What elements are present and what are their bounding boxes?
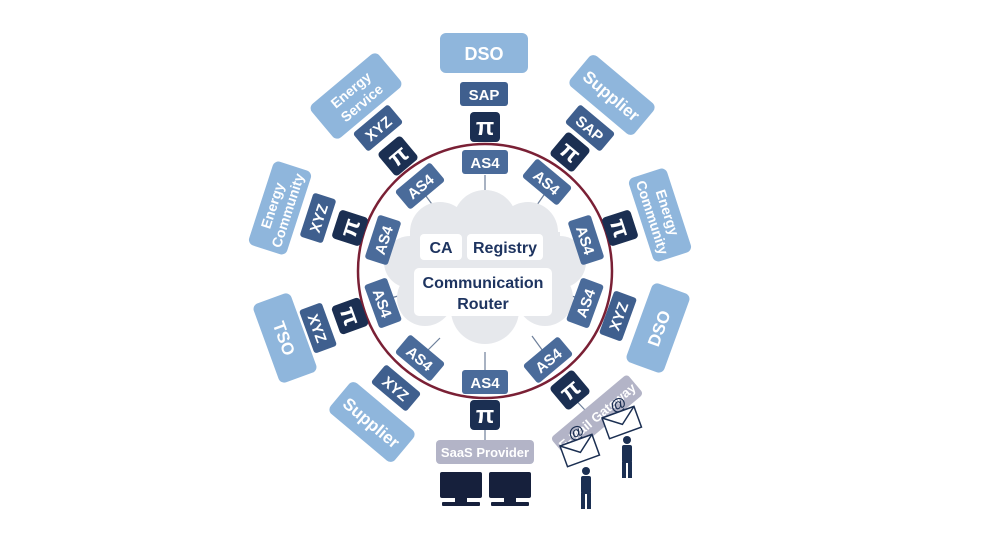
node-saas-provider: AS4 π SaaS Provider [436,370,534,464]
adapter-label: SAP [469,87,500,104]
node-supplier-bottom-left: AS4 XYZ Supplier [329,335,445,462]
person-icon [581,467,591,509]
router-label-line1: Communication [423,275,544,292]
node-tso-left: AS4 π XYZ TSO [253,278,402,383]
protocol-label: AS4 [470,375,500,392]
svg-text:π: π [554,136,585,168]
cloud-shape [384,190,586,344]
node-dso-top: DSO SAP π AS4 [440,33,528,174]
communication-router-box [414,268,552,316]
pi-icon [550,132,590,172]
pi-icon [470,400,500,430]
pi-icon [378,136,418,176]
svg-text:π: π [476,114,494,141]
node-energy-community-right: Energy Community π AS4 [568,168,692,265]
registry-box [467,234,543,260]
pi-icon [332,210,368,246]
node-energy-service: AS4 π XYZ Energy Service [310,53,445,209]
svg-text:π: π [476,402,494,429]
envelope-at-icon: @ [559,422,601,468]
protocol-label: AS4 [470,155,500,172]
node-energy-community-left: AS4 π XYZ Energy Community [248,161,401,265]
participant-label: DSO [464,44,503,64]
person-icon [622,436,632,478]
svg-text:π: π [555,374,586,406]
envelope-at-icon: @ [601,394,643,440]
registry-label: Registry [473,240,537,257]
pi-icon [331,297,369,335]
ca-label: CA [429,240,453,257]
monitor-icon [440,472,482,506]
ca-box [420,234,462,260]
pi-icon [550,370,590,410]
router-label-line2: Router [457,296,509,313]
svg-text:@: @ [566,422,586,443]
monitor-icon [489,472,531,506]
network-ring [356,142,614,400]
pi-icon [602,210,638,246]
pi-icon [470,112,500,142]
svg-text:@: @ [608,394,628,415]
node-dso-right: DSO XYZ AS4 [566,278,690,373]
participant-label: SaaS Provider [441,445,529,460]
